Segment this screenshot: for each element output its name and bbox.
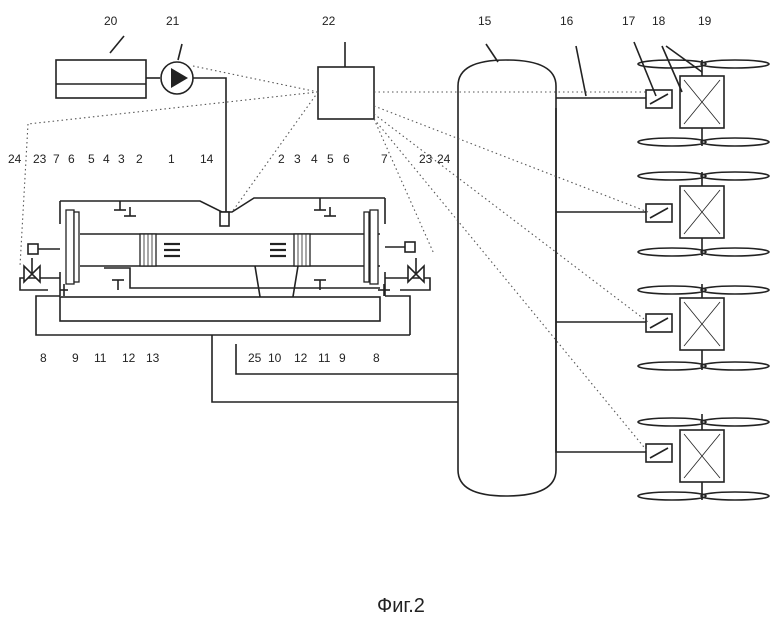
motor-unit-3 [638,284,769,370]
motor-unit-4 [638,414,769,500]
label-2-right: 2 [278,152,285,166]
label-13: 13 [146,351,160,365]
right-valve-24 [385,258,430,290]
label-24-left: 24 [8,152,22,166]
label-3-right: 3 [294,152,301,166]
label-6-left: 6 [68,152,75,166]
label-5-left: 5 [88,152,95,166]
label-4-left: 4 [103,152,110,166]
manifold-16 [556,46,648,452]
motor-unit-1 [634,42,769,146]
pump-21 [161,44,193,94]
label-20: 20 [104,14,118,28]
label-1: 1 [168,152,175,166]
label-23-left: 23 [33,152,47,166]
left-valve-24 [20,258,60,290]
controller-22 [318,42,374,119]
label-6-right: 6 [343,152,350,166]
label-9-left: 9 [72,351,79,365]
label-25: 25 [248,351,262,365]
label-23-right: 23 [419,152,433,166]
label-11-left: 11 [94,351,107,365]
label-5-right: 5 [327,152,334,166]
motor-unit-2 [638,172,769,256]
reservoir-20 [56,36,146,98]
label-8-left: 8 [40,351,47,365]
label-15: 15 [478,14,492,28]
label-10: 10 [268,351,282,365]
label-7-right: 7 [381,152,388,166]
label-3-left: 3 [118,152,125,166]
label-14: 14 [200,152,214,166]
label-21: 21 [166,14,180,28]
figure-caption: Фиг.2 [377,595,425,617]
label-19: 19 [698,14,712,28]
label-12-right: 12 [294,351,308,365]
right-piston-assembly [270,210,378,284]
label-8-right: 8 [373,351,380,365]
label-4-right: 4 [311,152,318,166]
label-12-left: 12 [122,351,136,365]
label-24-right: 24 [437,152,451,166]
label-9-right: 9 [339,351,346,365]
label-16: 16 [560,14,574,28]
label-17: 17 [622,14,636,28]
label-7-left: 7 [53,152,60,166]
label-22: 22 [322,14,336,28]
label-2-left: 2 [136,152,143,166]
tank-15 [458,44,556,496]
left-piston-assembly [66,210,180,284]
label-18: 18 [652,14,666,28]
label-11-right: 11 [318,351,331,365]
